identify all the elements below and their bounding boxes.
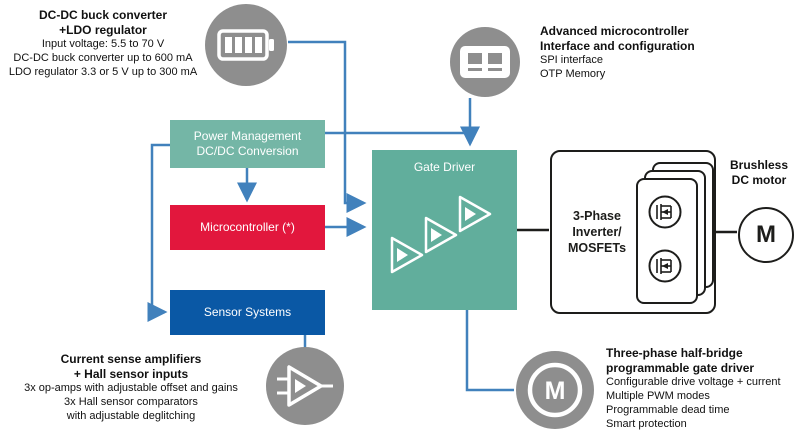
opamp-circle [266, 347, 344, 425]
note-line: LDO regulator 3.3 or 5 V up to 300 mA [8, 66, 198, 78]
motor-circle: M [738, 207, 794, 263]
inverter-label: 3-Phase Inverter/ MOSFETs [558, 208, 636, 256]
motor-symbol-icon: M [527, 362, 583, 418]
note-line: Input voltage: 5.5 to 70 V [41, 38, 165, 50]
gate-driver-note: Three-phase half-bridge programmable gat… [606, 346, 800, 431]
note-line: Three-phase half-bridge [606, 346, 743, 360]
note-line: Interface and configuration [540, 38, 695, 53]
inverter-label-line: Inverter/ [572, 225, 622, 239]
battery-icon [217, 29, 274, 61]
note-line: with adjustable deglitching [66, 410, 196, 422]
note-line: OTP Memory [540, 68, 606, 80]
inverter-label-line: MOSFETs [567, 241, 627, 255]
note-line: 3x Hall sensor comparators [64, 396, 198, 408]
mcu-interface-note: Advanced microcontroller Interface and c… [540, 24, 790, 81]
note-line: 3x op-amps with adjustable offset and ga… [24, 382, 238, 394]
motor-caption-line: Brushless [729, 158, 789, 172]
note-line: + Hall sensor inputs [73, 366, 189, 381]
mosfet-icon [648, 249, 682, 283]
note-line: Configurable drive voltage + current [606, 376, 781, 388]
opamp-icon [277, 365, 333, 407]
note-line: DC-DC buck converter up to 600 mA [13, 52, 193, 64]
motor-caption-line: DC motor [731, 172, 787, 187]
driver-amplifiers-icon [390, 195, 492, 274]
note-line: Multiple PWM modes [606, 390, 710, 402]
sensor-systems-label: Sensor Systems [203, 305, 292, 319]
battery-circle [205, 4, 287, 86]
sensor-systems-block: Sensor Systems [170, 290, 325, 335]
motor-symbol-circle: M [516, 351, 594, 429]
note-line: +LDO regulator [59, 22, 147, 37]
power-management-label: DC/DC Conversion [196, 144, 299, 158]
inverter-block: 3-Phase Inverter/ MOSFETs [550, 150, 716, 314]
mcu-interface-circle [450, 27, 520, 97]
power-supply-note: DC-DC buck converter +LDO regulator Inpu… [0, 8, 206, 79]
motor-caption: Brushless DC motor [718, 158, 800, 187]
connector-left-bracket-to-sensor-systems [147, 143, 170, 322]
note-line: SPI interface [540, 54, 603, 66]
connector-gate-driver-to-driver-note [465, 310, 514, 392]
power-management-block: Power Management DC/DC Conversion [170, 120, 325, 168]
gate-driver-label: Gate Driver [413, 160, 476, 174]
gate-driver-block: Gate Driver [372, 150, 517, 310]
mosfet-icon [648, 195, 682, 229]
microcontroller-block: Microcontroller (*) [170, 205, 325, 250]
note-line: DC-DC buck converter [38, 8, 168, 22]
microcontroller-label: Microcontroller (*) [200, 220, 295, 234]
note-line: Programmable dead time [606, 404, 730, 416]
note-line: Smart protection [606, 418, 687, 430]
connector-battery-to-gate-driver [288, 40, 367, 213]
note-line: Advanced microcontroller [540, 24, 689, 38]
motor-icon-letter: M [545, 377, 566, 405]
note-line: programmable gate driver [606, 360, 755, 375]
motor-letter: M [756, 221, 776, 248]
inverter-label-line: 3-Phase [573, 209, 621, 223]
current-sense-note: Current sense amplifiers + Hall sensor i… [0, 352, 262, 423]
chip-icon [460, 46, 510, 78]
note-line: Current sense amplifiers [60, 352, 202, 366]
power-management-label: Power Management [193, 129, 302, 143]
